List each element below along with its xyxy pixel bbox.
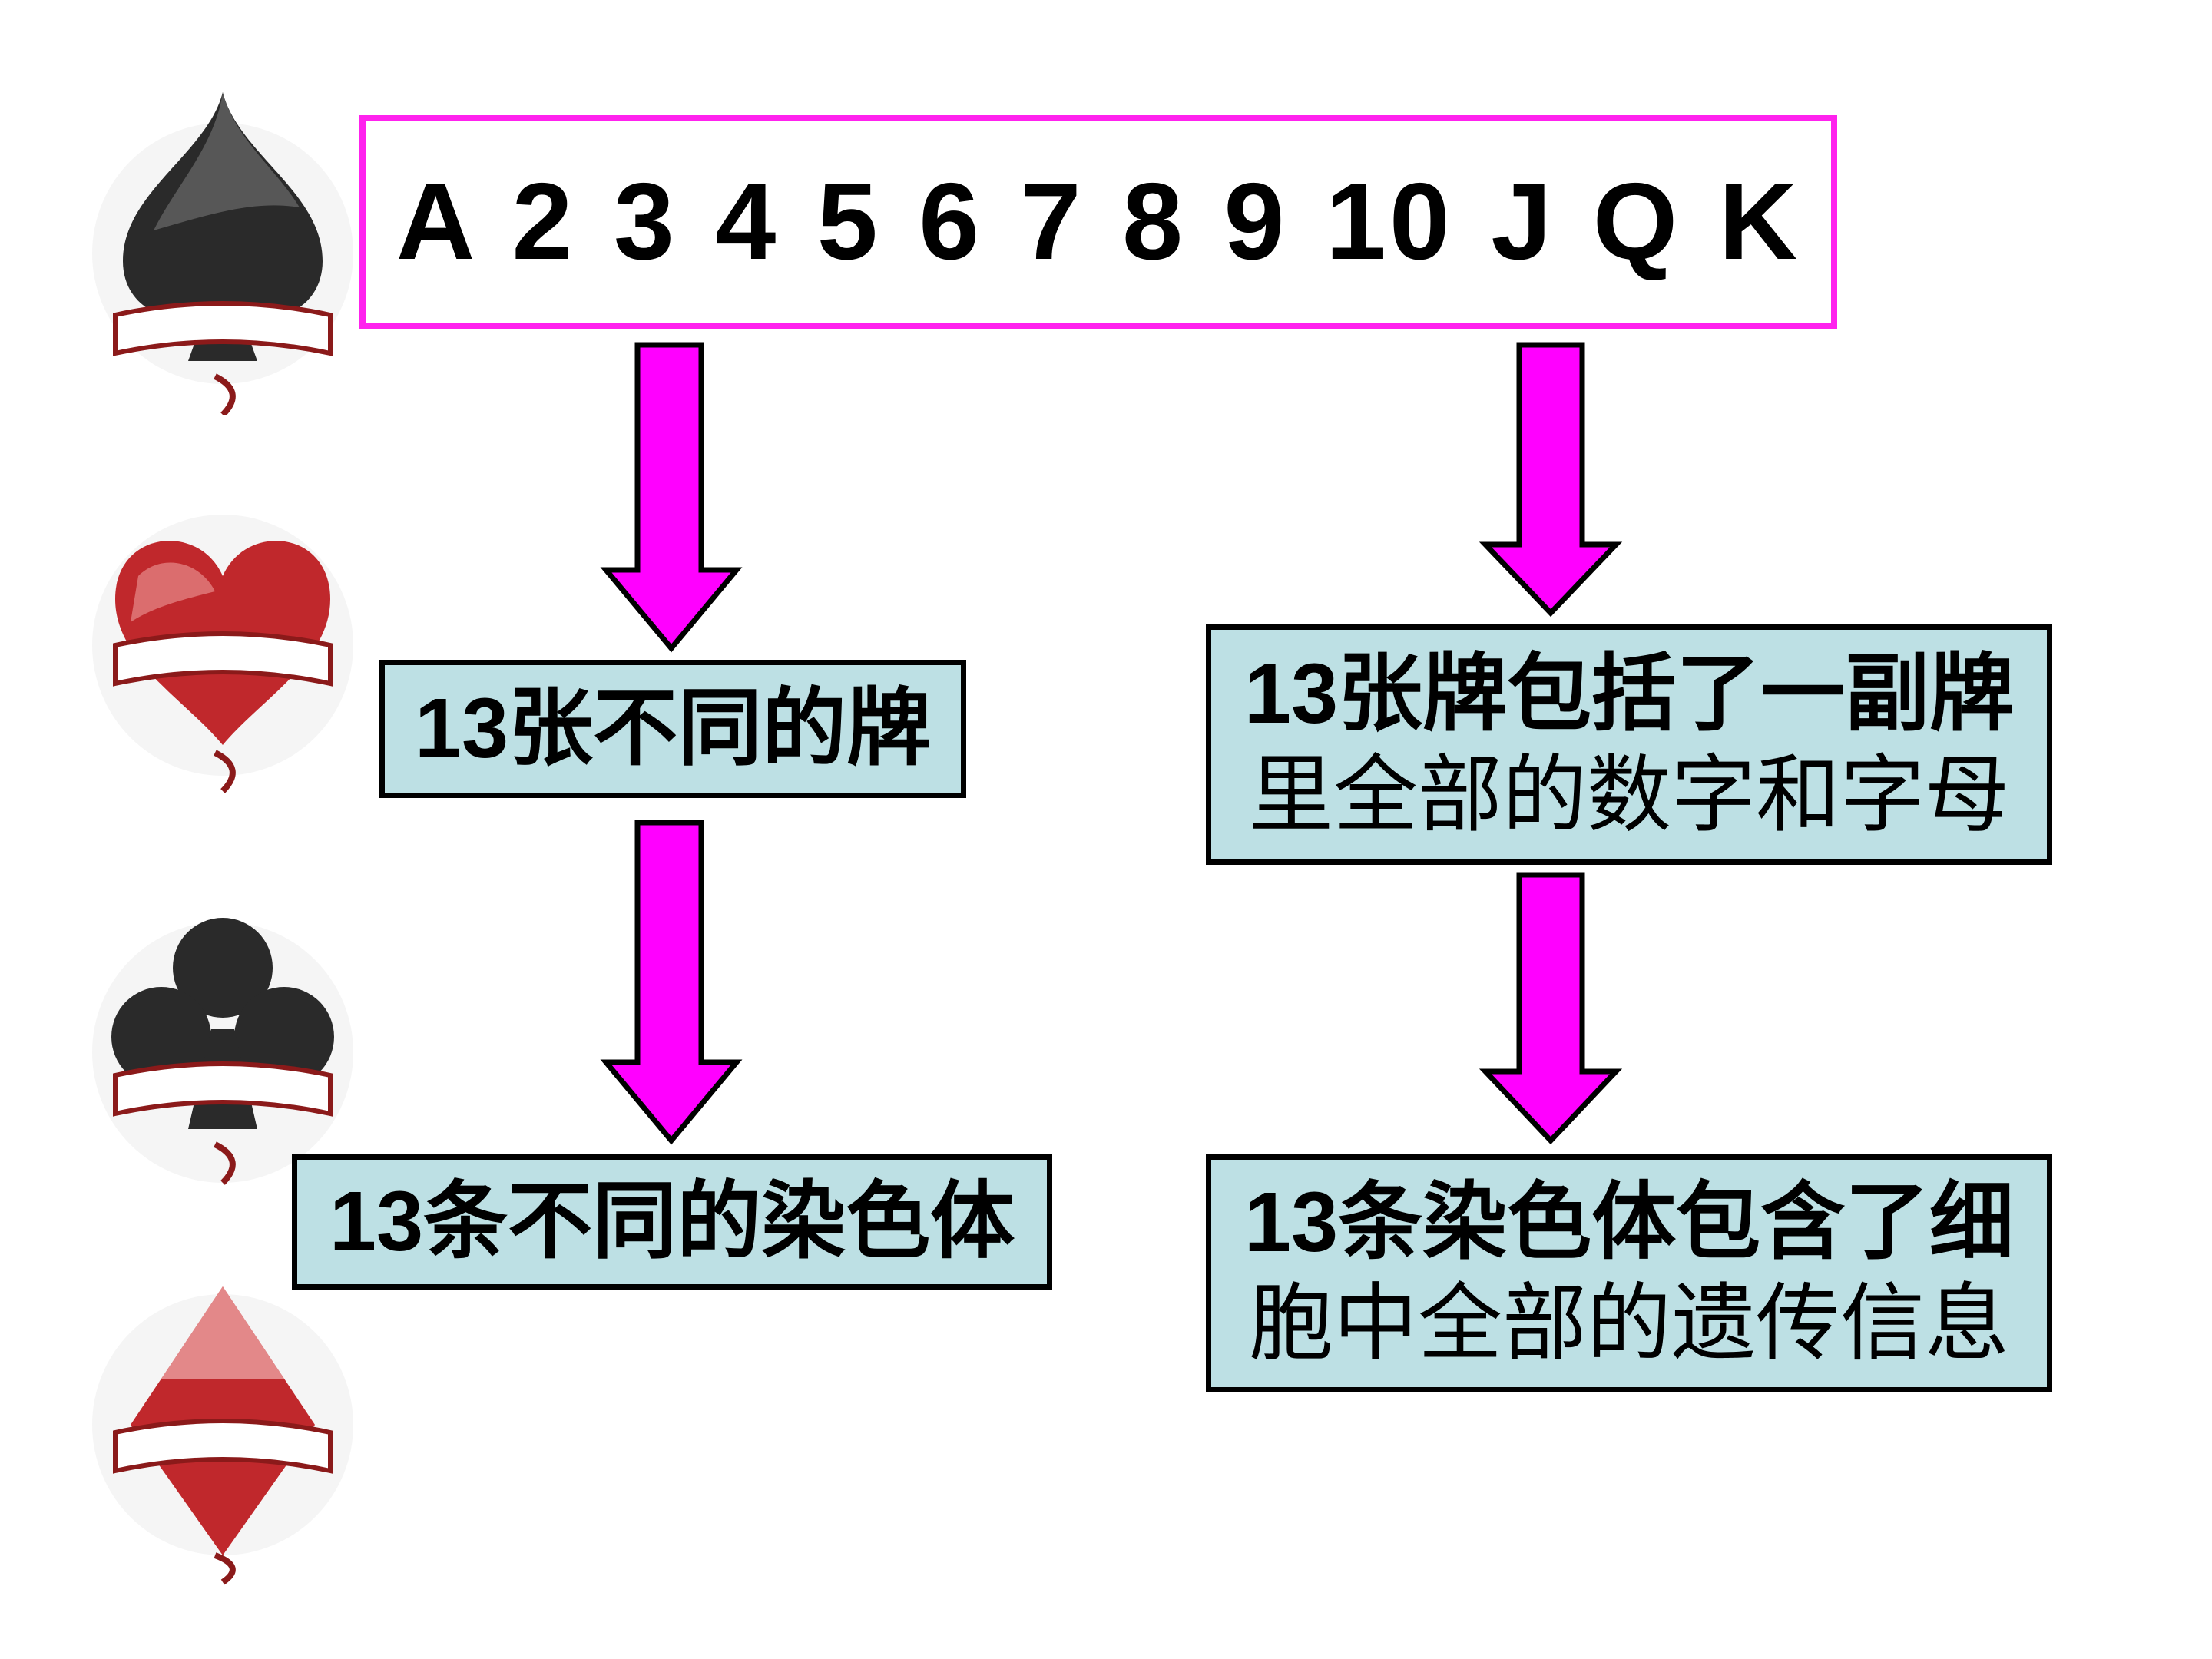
cards-description-line2: 里全部的数字和字母 (1248, 747, 2009, 843)
arrow-down-icon (1479, 872, 1623, 1145)
cards-box: 13张不同的牌 (379, 660, 966, 798)
heart-icon (92, 515, 353, 793)
chromosomes-box: 13条不同的染色体 (292, 1154, 1052, 1290)
chromosomes-text: 13条不同的染色体 (329, 1174, 1015, 1269)
diamond-icon (92, 1286, 353, 1585)
chromosomes-description-line2: 胞中全部的遗传信息 (1248, 1277, 2009, 1371)
cards-description-box: 13张牌包括了一副牌 里全部的数字和字母 (1206, 624, 2052, 865)
arrow-down-icon (600, 820, 743, 1145)
card-ranks-text: A 2 3 4 5 6 7 8 9 10 J Q K (396, 161, 1801, 283)
card-ranks-box: A 2 3 4 5 6 7 8 9 10 J Q K (359, 115, 1837, 329)
chromosomes-description-box: 13条染色体包含了细 胞中全部的遗传信息 (1206, 1154, 2052, 1392)
chromosomes-description-line1: 13条染色体包含了细 (1243, 1175, 2015, 1270)
arrow-down-icon (1479, 342, 1623, 618)
cards-text: 13张不同的牌 (414, 681, 932, 776)
cards-description-line1: 13张牌包括了一副牌 (1243, 646, 2015, 741)
spade-icon (92, 92, 353, 415)
club-icon (92, 918, 353, 1185)
arrow-down-icon (600, 342, 743, 653)
